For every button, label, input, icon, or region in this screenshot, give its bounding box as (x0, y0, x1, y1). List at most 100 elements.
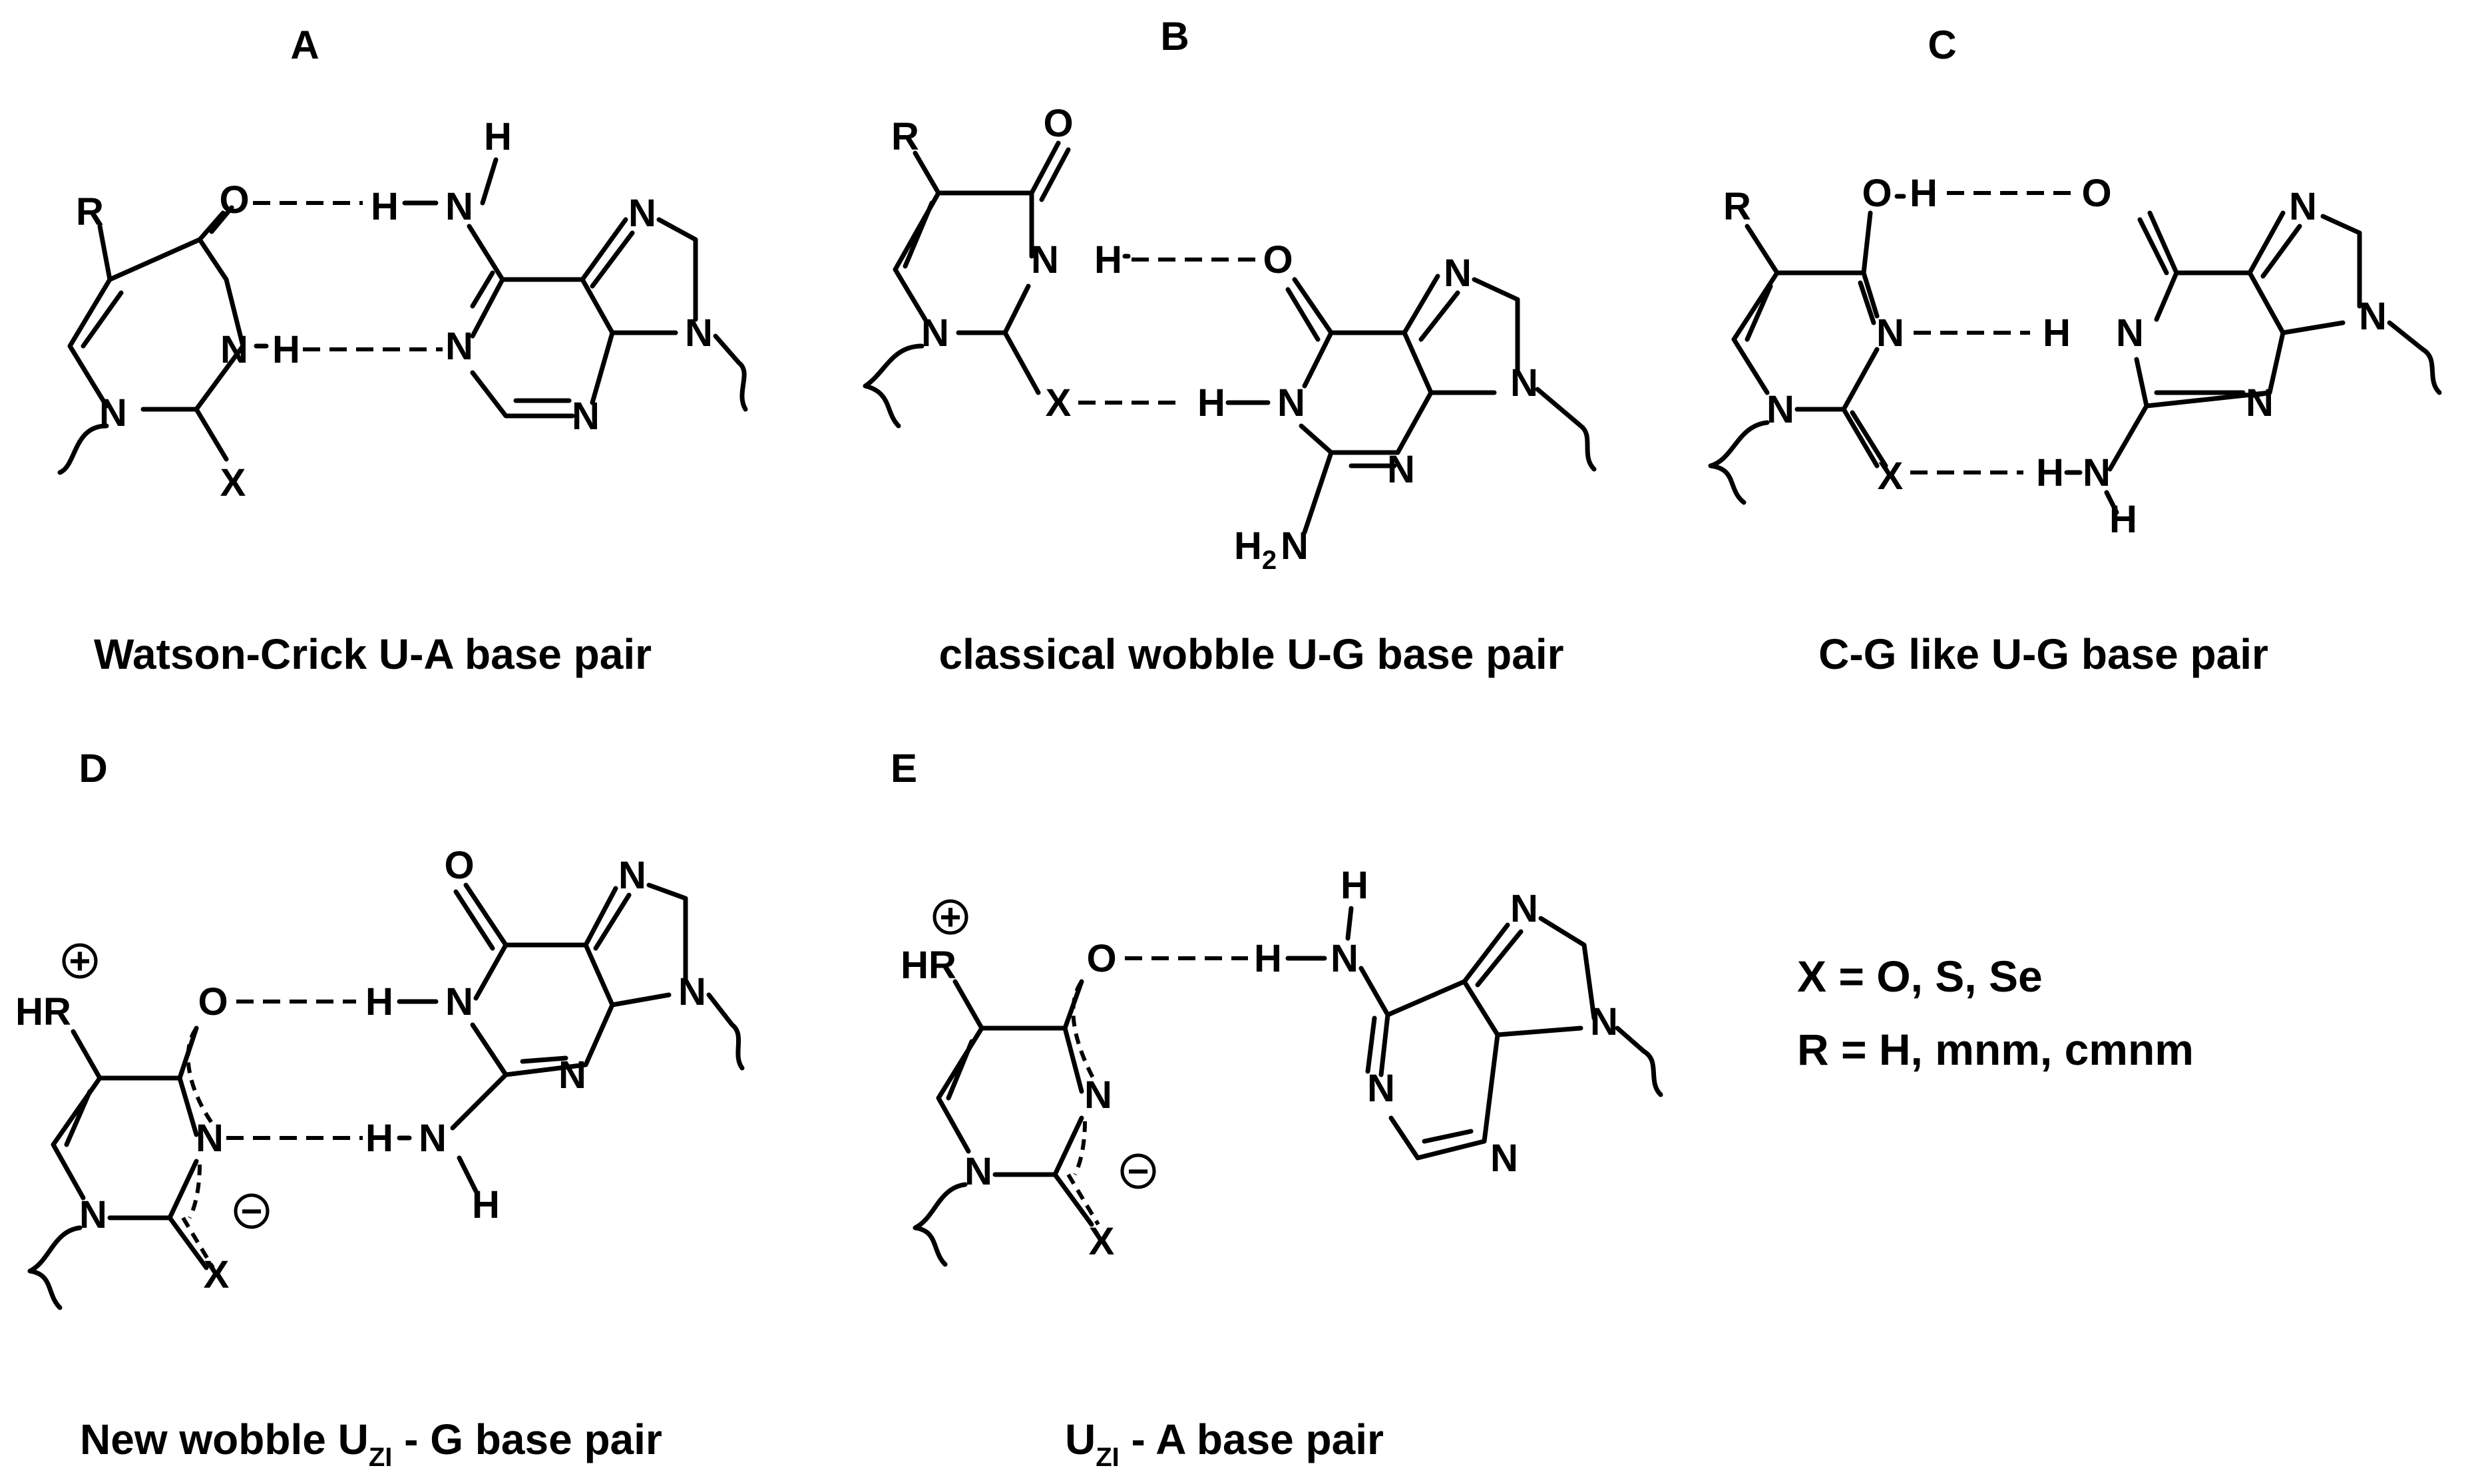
atom-h: H (2036, 451, 2064, 494)
panel-e-caption: UZI - A base pair (1065, 1415, 1384, 1472)
atom-o: O (444, 844, 474, 887)
panel-d-letter: D (79, 746, 107, 791)
atom-x: X (204, 1253, 230, 1296)
atom-o: O (2081, 172, 2111, 215)
atom-h: H (371, 185, 399, 228)
panel-b-letter: B (1160, 14, 1189, 59)
legend-r-definition: R = H, mnm, cmnm (1797, 1025, 2194, 1074)
atom-n: N (618, 854, 646, 897)
atom-h: H (1094, 238, 1122, 281)
panel-c: C R O H N N X O H N H N H N N N C-G like… (1708, 23, 2442, 678)
panel-a: A R O N H N X H N H N N N N (57, 23, 748, 678)
panel-d-uracil: + HR O N N X − (15, 940, 270, 1310)
atom-x: X (1089, 1220, 1115, 1263)
atom-h: H (1197, 381, 1225, 425)
atom-n: N (1387, 448, 1415, 491)
atom-n: N (99, 391, 127, 435)
atom-n: N (1331, 937, 1358, 980)
atom-n: N (419, 1117, 447, 1160)
atom-h: H (1341, 864, 1368, 907)
negative-charge (1120, 1153, 1156, 1189)
atom-n: N (1510, 887, 1538, 930)
panel-e: E + HR O N N X − H N H N N N N UZI - A (891, 746, 1663, 1472)
atom-n: N (1766, 388, 1794, 431)
atom-n: N (2083, 451, 2111, 494)
panel-e-uracil: + HR O N N X − (901, 896, 1156, 1267)
caption-tail: - A base pair (1120, 1415, 1384, 1463)
atom-x: X (220, 461, 246, 504)
atom-n: N (1444, 252, 1472, 295)
caption-tail: - G base pair (392, 1415, 662, 1463)
atom-n: N (1084, 1073, 1112, 1117)
atom-n: N (572, 395, 600, 438)
atom-h: H (365, 1117, 393, 1160)
panel-e-letter: E (891, 746, 917, 791)
atom-h: H (2043, 311, 2071, 355)
caption-main: New wobble U (80, 1415, 369, 1463)
atom-r: R (1723, 185, 1751, 228)
atom-h: H (484, 115, 512, 158)
atom-o: O (1043, 102, 1073, 145)
atom-h: H (365, 980, 393, 1023)
caption-subscript: ZI (369, 1443, 393, 1472)
atom-n: N (558, 1053, 586, 1097)
plus-sign: + (69, 940, 91, 982)
panel-b: B R O N H N X O H N N N N H 2 N classica… (863, 14, 1597, 678)
atom-r: R (76, 190, 104, 234)
atom-o: O (1086, 937, 1116, 980)
panel-a-caption: Watson-Crick U-A base pair (94, 630, 652, 678)
caption-main: U (1065, 1415, 1096, 1463)
atom-n: N (2116, 311, 2144, 355)
panel-d-caption: New wobble UZI - G base pair (80, 1415, 662, 1472)
atom-h2n-h: H (1234, 524, 1262, 568)
panel-c-uracil: R O H N N X (1708, 172, 1938, 505)
atom-n: N (196, 1117, 224, 1160)
atom-n: N (678, 970, 706, 1014)
atom-n: N (685, 311, 713, 355)
atom-hr: HR (901, 944, 956, 987)
panel-b-caption: classical wobble U-G base pair (938, 630, 1563, 678)
panel-a-letter: A (290, 23, 319, 67)
atom-n: N (1490, 1137, 1518, 1180)
atom-n: N (2289, 185, 2317, 228)
plus-sign: + (940, 896, 962, 938)
atom-x: X (1046, 381, 1072, 425)
panel-b-uracil: R O N H N X (863, 102, 1131, 429)
atom-n: N (445, 980, 473, 1023)
caption-subscript: ZI (1096, 1443, 1120, 1472)
panel-c-guanine: O H N H N H N N N (2036, 172, 2442, 541)
atom-n: N (1031, 238, 1059, 281)
atom-o: O (1862, 172, 1892, 215)
atom-n: N (1277, 381, 1305, 425)
atom-n: N (628, 192, 656, 235)
atom-n: N (1876, 311, 1904, 355)
atom-n: N (79, 1193, 107, 1236)
atom-o: O (219, 178, 249, 222)
atom-n: N (1510, 361, 1538, 405)
atom-h: H (1910, 172, 1938, 215)
atom-n: N (220, 328, 248, 371)
atom-h2n-subscript: 2 (1262, 546, 1277, 575)
positive-charge (62, 943, 98, 979)
panel-e-adenine: H N H N N N N (1254, 864, 1663, 1180)
atom-n: N (445, 325, 473, 368)
panel-d: D + HR O N N X − O H N H N H N N N (15, 746, 745, 1472)
atom-h: H (272, 328, 300, 371)
atom-h: H (1254, 937, 1282, 980)
positive-charge (932, 899, 968, 935)
panel-d-guanine: O H N H N H N N N (365, 844, 745, 1226)
atom-n: N (2359, 295, 2387, 338)
panel-a-adenine: H N H N N N N (371, 115, 748, 438)
panel-a-uracil: R O N H N X (57, 178, 300, 504)
atom-n: N (445, 185, 473, 228)
legend: X = O, S, Se R = H, mnm, cmnm (1797, 952, 2194, 1074)
atom-hr: HR (15, 990, 71, 1033)
panel-c-caption: C-G like U-G base pair (1818, 630, 2268, 678)
legend-x-definition: X = O, S, Se (1797, 952, 2043, 1001)
panel-b-guanine: O H N N N N H 2 N (1197, 238, 1597, 575)
atom-n: N (964, 1150, 992, 1193)
panel-c-letter: C (1928, 23, 1956, 67)
atom-o: O (198, 980, 228, 1023)
minus-sign: − (1128, 1150, 1149, 1192)
